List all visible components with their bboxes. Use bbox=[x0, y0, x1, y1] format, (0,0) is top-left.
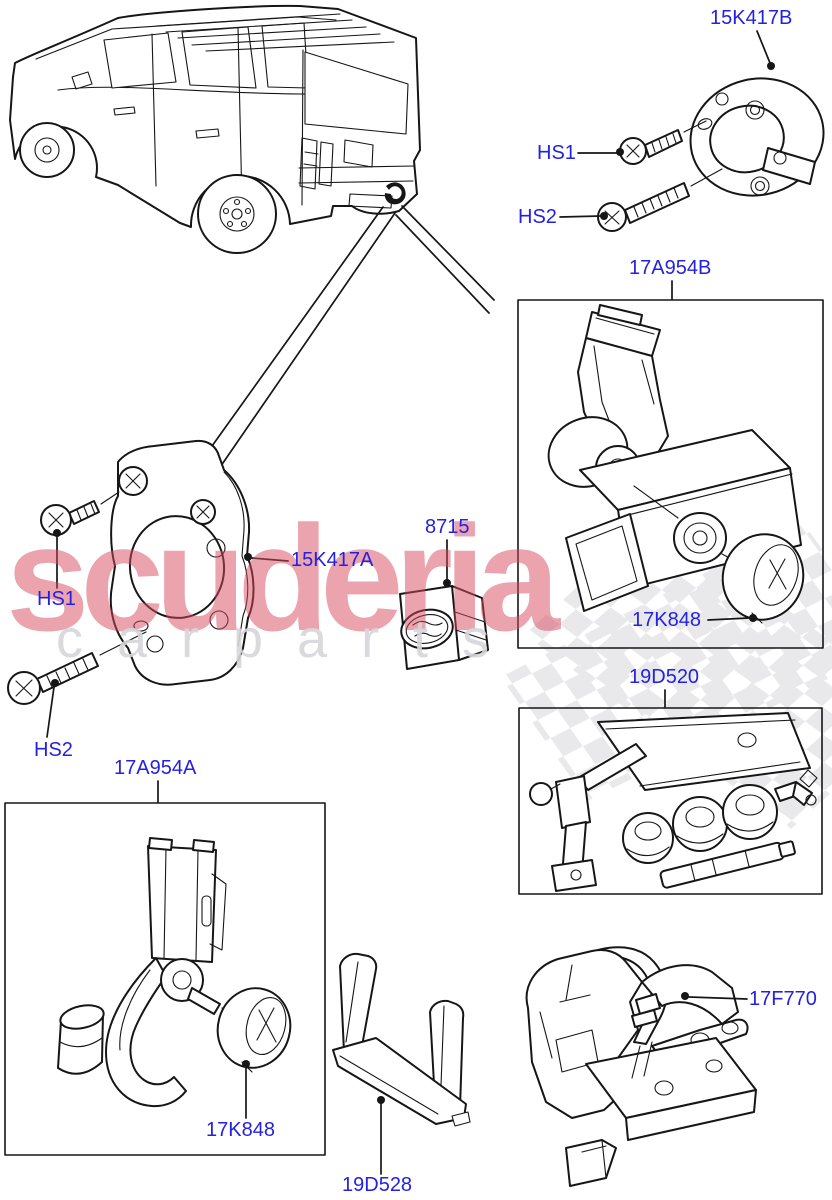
part-label-17A954A[interactable]: 17A954A bbox=[114, 757, 197, 779]
vehicle-leader-lines bbox=[196, 205, 495, 477]
part-label-17K848-upper[interactable]: 17K848 bbox=[632, 609, 701, 631]
part-label-HS2-top[interactable]: HS2 bbox=[518, 206, 557, 228]
part-19d528-bracket bbox=[332, 952, 471, 1175]
kit-box-17a954a bbox=[4, 780, 326, 1156]
part-label-17F770[interactable]: 17F770 bbox=[749, 988, 817, 1010]
vehicle-illustration bbox=[9, 4, 421, 254]
part-8715-socket-cover bbox=[399, 539, 489, 670]
screw-hs1-top bbox=[577, 120, 707, 165]
kit-box-17a954b bbox=[517, 280, 824, 649]
part-label-8715[interactable]: 8715 bbox=[425, 516, 470, 538]
part-label-19D520[interactable]: 19D520 bbox=[629, 666, 700, 688]
part-19d520-fitting-kit bbox=[529, 712, 818, 892]
screw-hs2-left bbox=[7, 631, 147, 738]
part-17a954b-towbar-assembly bbox=[547, 304, 802, 612]
part-label-15K417B[interactable]: 15K417B bbox=[710, 7, 793, 29]
part-17f770-module-bracket bbox=[525, 946, 757, 1187]
part-label-HS1-top[interactable]: HS1 bbox=[537, 142, 576, 164]
tow-hook bbox=[384, 182, 406, 205]
part-label-19D528[interactable]: 19D528 bbox=[342, 1174, 413, 1196]
part-label-15K417A[interactable]: 15K417A bbox=[291, 549, 374, 571]
part-label-17K848-lower[interactable]: 17K848 bbox=[206, 1119, 275, 1141]
part-17k848-cap-lower bbox=[216, 987, 292, 1119]
part-17k848-cap-upper bbox=[707, 533, 805, 624]
part-label-17A954B[interactable]: 17A954B bbox=[629, 257, 712, 279]
part-label-HS1-left[interactable]: HS1 bbox=[37, 588, 76, 610]
part-17a954a-swan-neck-towbar bbox=[57, 837, 245, 1108]
part-label-HS2-left[interactable]: HS2 bbox=[34, 739, 73, 761]
part-15k417a-mounting-plate bbox=[109, 439, 289, 686]
screw-hs1-left bbox=[40, 491, 120, 589]
screw-hs2-top bbox=[559, 168, 723, 232]
kit-box-19d520 bbox=[518, 689, 823, 895]
part-15k417b-spacer-flange bbox=[689, 30, 825, 197]
